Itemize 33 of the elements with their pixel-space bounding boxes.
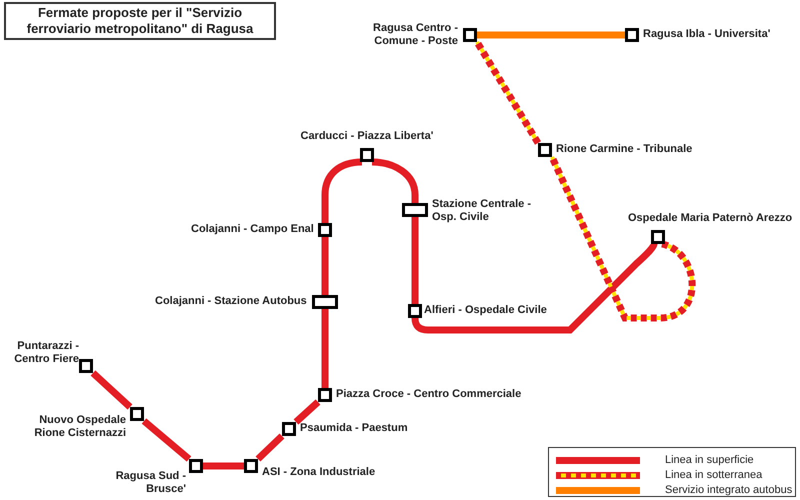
route-line [412, 217, 418, 304]
station-label: Ragusa Sud - Brusce' [114, 470, 186, 496]
route-line [90, 370, 132, 410]
route-line [412, 242, 658, 334]
route-line [372, 158, 418, 203]
route-line [322, 237, 328, 295]
station-label: ASI - Zona Industriale [262, 466, 376, 479]
route-line [474, 40, 541, 145]
station-label: Psaumida - Paestum [300, 422, 408, 435]
route-line [322, 158, 362, 223]
station-label: Rione Carmine - Tribunale [556, 143, 692, 156]
route-line [322, 309, 328, 388]
route-line [477, 32, 625, 38]
station-label: Ragusa Centro - Comune - Poste [372, 22, 458, 48]
station-label: Nuovo Ospedale Rione Cisternazzi [33, 414, 126, 440]
route-line [142, 418, 192, 462]
station-label: Carducci - Piazza Liberta' [300, 130, 434, 143]
legend-label: Linea in sotterranea [665, 469, 762, 482]
station-label: Stazione Centrale - Osp. Civile [432, 198, 532, 224]
route-line [294, 399, 320, 425]
legend-label: Linea in superficie [665, 454, 754, 467]
station-label: Colajanni - Campo Enal [191, 223, 314, 236]
station-label: Puntarazzi - Centro Fiere [13, 340, 79, 366]
map-title: Fermate proposte per il "Servizio ferroviario metropolitano" di Ragusa [4, 2, 276, 40]
station-label: Ragusa Ibla - Universita' [643, 28, 770, 41]
station-label: Alfieri - Ospedale Civile [424, 304, 547, 317]
route-line [256, 433, 284, 462]
station-label: Ospedale Maria Paternò Arezzo [628, 212, 792, 225]
route-line [548, 156, 696, 322]
station-label: Piazza Croce - Centro Commerciale [336, 388, 522, 401]
station-label: Colajanni - Stazione Autobus [155, 295, 307, 308]
legend-label: Servizio integrato autobus [665, 484, 792, 497]
route-line [203, 462, 244, 470]
